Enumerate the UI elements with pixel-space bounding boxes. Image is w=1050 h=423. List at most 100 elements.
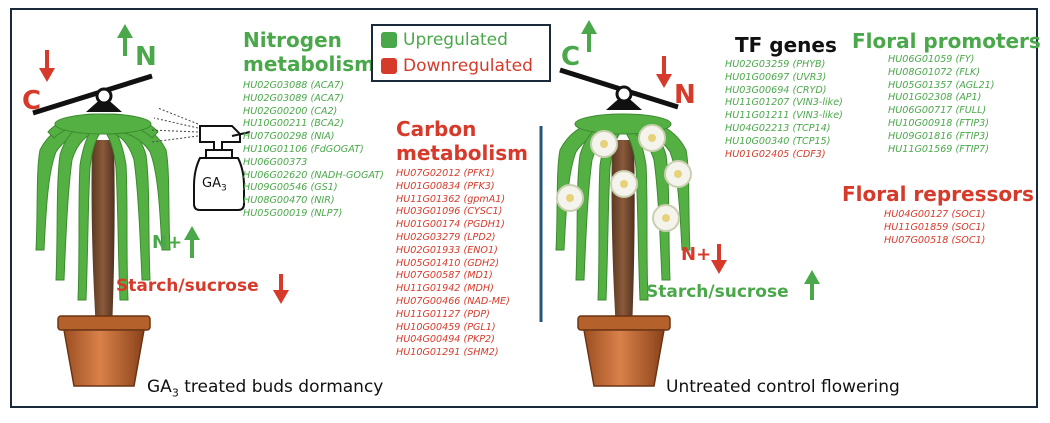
n-down-arrow-icon: [656, 56, 672, 88]
left-plant: [32, 73, 251, 387]
gene-item: HU06G02620 (NADH-GOGAT): [243, 169, 384, 181]
left-stem: [91, 140, 115, 330]
gene-item: HU11G01942 (MDH): [396, 283, 494, 295]
left-balance-icon: [32, 73, 153, 116]
gene-item: HU01G00697 (UVR3): [725, 71, 827, 83]
flower-icon: [652, 204, 680, 232]
left-foliage: [35, 113, 171, 301]
left-arrows: [39, 24, 289, 304]
spray-label: GA3: [202, 176, 227, 194]
gene-item: HU11G01362 (gpmA1): [396, 193, 506, 205]
left-c-label: C: [22, 86, 42, 116]
gene-item: HU06G00717 (FULL): [888, 105, 987, 117]
gene-item: HU08G00470 (NIR): [243, 195, 335, 207]
tf-title: TF genes: [735, 33, 837, 57]
gene-item: HU03G01096 (CYSC1): [396, 206, 503, 218]
gene-item: HU09G01816 (FTIP3): [888, 130, 990, 142]
gene-item: HU04G00127 (SOC1): [884, 209, 986, 220]
right-arrows: [581, 20, 820, 300]
legend-down: Downregulated: [381, 56, 533, 76]
c-up-arrow-icon: [581, 20, 597, 52]
tf-red-genes: HU01G02405 (CDF3): [725, 149, 843, 162]
gene-item: HU10G01291 (SHM2): [396, 347, 499, 359]
gene-item: HU05G00019 (NLP7): [243, 207, 343, 219]
gene-item: HU05G01410 (GDH2): [396, 257, 500, 269]
gene-item: HU10G00211 (BCA2): [243, 118, 344, 130]
gene-item: HU10G01106 (FdGOGAT): [243, 143, 364, 155]
gene-item: HU02G03279 (LPD2): [396, 231, 496, 243]
legend-up-swatch: [381, 32, 397, 48]
gene-item: HU07G00518 (SOC1): [884, 234, 986, 246]
right-stem: [611, 140, 635, 330]
gene-item: HU10G00459 (PGL1): [396, 321, 496, 333]
flower-icon: [590, 130, 618, 158]
gene-item: HU11G01569 (FTIP7): [888, 143, 990, 155]
gene-item: HU11G01207 (VIN3-like): [725, 97, 843, 109]
c-down-arrow-icon: [39, 50, 55, 82]
gene-item: HU07G00587 (MD1): [396, 270, 493, 282]
gene-item: HU02G00200 (CA2): [243, 105, 338, 117]
gene-item: HU11G01127 (PDP): [396, 308, 490, 320]
legend-down-swatch: [381, 58, 397, 74]
right-balance-icon: [559, 67, 679, 110]
right-n-plus-label: N+: [681, 244, 712, 265]
gene-item: HU10G00340 (TCP15): [725, 135, 831, 147]
gene-item: HU01G00174 (PGDH1): [396, 219, 505, 231]
right-starch-label: Starch/sucrose: [646, 282, 789, 302]
left-pot: [57, 315, 151, 387]
gene-item: HU06G01059 (FY): [888, 54, 975, 65]
promoters-title: Floral promoters: [852, 29, 1041, 53]
gene-item: HU09G00546 (GS1): [243, 182, 338, 194]
gene-item: HU01G02308 (AP1): [888, 92, 982, 104]
starch-up-arrow-icon: [804, 270, 820, 300]
tf-gene-list: HU02G03259 (PHYB)HU01G00697 (UVR3)HU03G0…: [725, 59, 843, 161]
flower-icon: [664, 160, 692, 188]
right-caption: Untreated control flowering: [666, 377, 900, 397]
gene-item: HU08G01072 (FLK): [888, 66, 981, 78]
gene-item: HU11G01211 (VIN3-like): [725, 110, 843, 122]
gene-item: HU01G00834 (PFK3): [396, 180, 495, 192]
gene-item: HU07G00298 (NIA): [243, 131, 335, 143]
promoters-gene-list: HU06G01059 (FY)HU08G01072 (FLK)HU05G0135…: [888, 54, 994, 156]
spray-bottle-icon: [149, 107, 251, 211]
gene-item: HU04G02213 (TCP14): [725, 122, 831, 134]
starch-down-arrow-icon: [273, 274, 289, 304]
flower-icon: [610, 170, 638, 198]
n-up-arrow-icon: [117, 24, 133, 56]
nitrogen-gene-list: HU02G03088 (ACA7)HU02G03089 (ACA7)HU02G0…: [243, 80, 384, 221]
right-n-label: N: [674, 80, 696, 110]
nitrogen-title: Nitrogen metabolism: [243, 28, 375, 76]
gene-item: HU02G03088 (ACA7): [243, 80, 344, 91]
gene-item: HU07G00466 (NAD-ME): [396, 295, 510, 307]
tf-green-genes: HU02G03259 (PHYB)HU01G00697 (UVR3)HU03G0…: [725, 59, 843, 149]
gene-item: HU07G02012 (PFK1): [396, 168, 495, 179]
left-n-label: N: [135, 42, 157, 72]
gene-item: HU03G00694 (CRYD): [725, 84, 827, 96]
n-plus-up-arrow-icon: [184, 226, 200, 258]
flower-icon: [638, 124, 666, 152]
legend-up: Upregulated: [381, 30, 508, 50]
repressors-gene-list: HU04G00127 (SOC1)HU11G01859 (SOC1)HU07G0…: [884, 209, 985, 247]
repressors-title: Floral repressors: [842, 182, 1034, 206]
flowers: [556, 124, 692, 232]
legend-down-label: Downregulated: [403, 56, 533, 76]
carbon-title: Carbon metabolism: [396, 117, 528, 165]
left-caption: GA3 treated buds dormancy: [147, 377, 384, 400]
right-pot: [577, 315, 671, 387]
legend: Upregulated Downregulated: [371, 24, 551, 82]
gene-item: HU02G01933 (ENO1): [396, 244, 498, 256]
n-plus-down-arrow-icon: [711, 244, 727, 274]
gene-item: HU01G02405 (CDF3): [725, 148, 826, 160]
gene-item: HU02G03259 (PHYB): [725, 59, 826, 70]
right-c-label: C: [561, 42, 581, 72]
right-foliage: [555, 113, 691, 301]
gene-item: HU11G01859 (SOC1): [884, 221, 986, 233]
gene-item: HU10G00918 (FTIP3): [888, 117, 990, 129]
gene-item: HU02G03089 (ACA7): [243, 92, 344, 104]
gene-item: HU04G00494 (PKP2): [396, 334, 495, 346]
left-starch-label: Starch/sucrose: [116, 276, 259, 296]
legend-up-label: Upregulated: [403, 30, 508, 50]
flower-icon: [556, 184, 584, 212]
gene-item: HU06G00373: [243, 156, 308, 168]
